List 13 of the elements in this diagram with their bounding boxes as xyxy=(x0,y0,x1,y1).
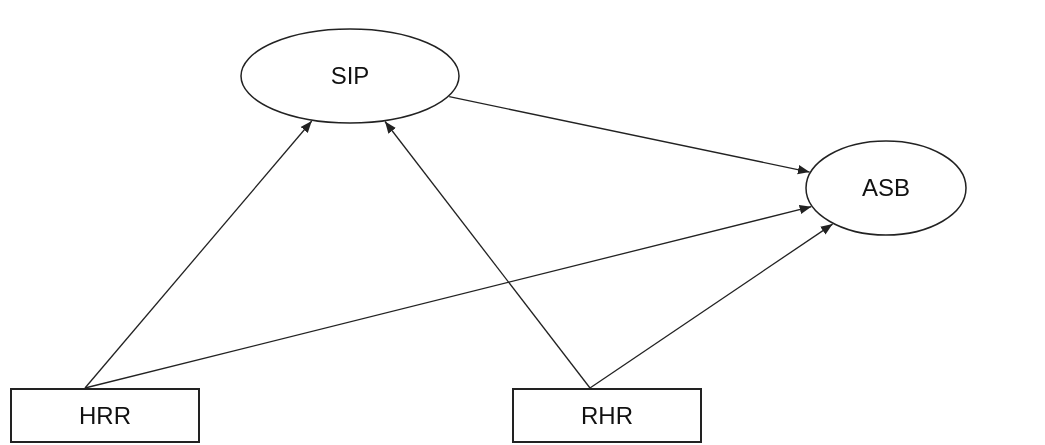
arrow xyxy=(448,96,811,175)
rectangle-node xyxy=(512,388,702,443)
node-label: HRR xyxy=(79,400,131,431)
arrow xyxy=(84,120,313,389)
arrow xyxy=(384,120,591,389)
arrow xyxy=(589,223,834,389)
ellipse-node xyxy=(805,140,967,236)
node-label: RHR xyxy=(581,400,633,431)
node-label: SIP xyxy=(330,61,370,91)
ellipse-node xyxy=(240,28,460,124)
rectangle-node xyxy=(10,388,200,443)
node-label: ASB xyxy=(862,173,910,203)
arrow xyxy=(84,204,812,389)
